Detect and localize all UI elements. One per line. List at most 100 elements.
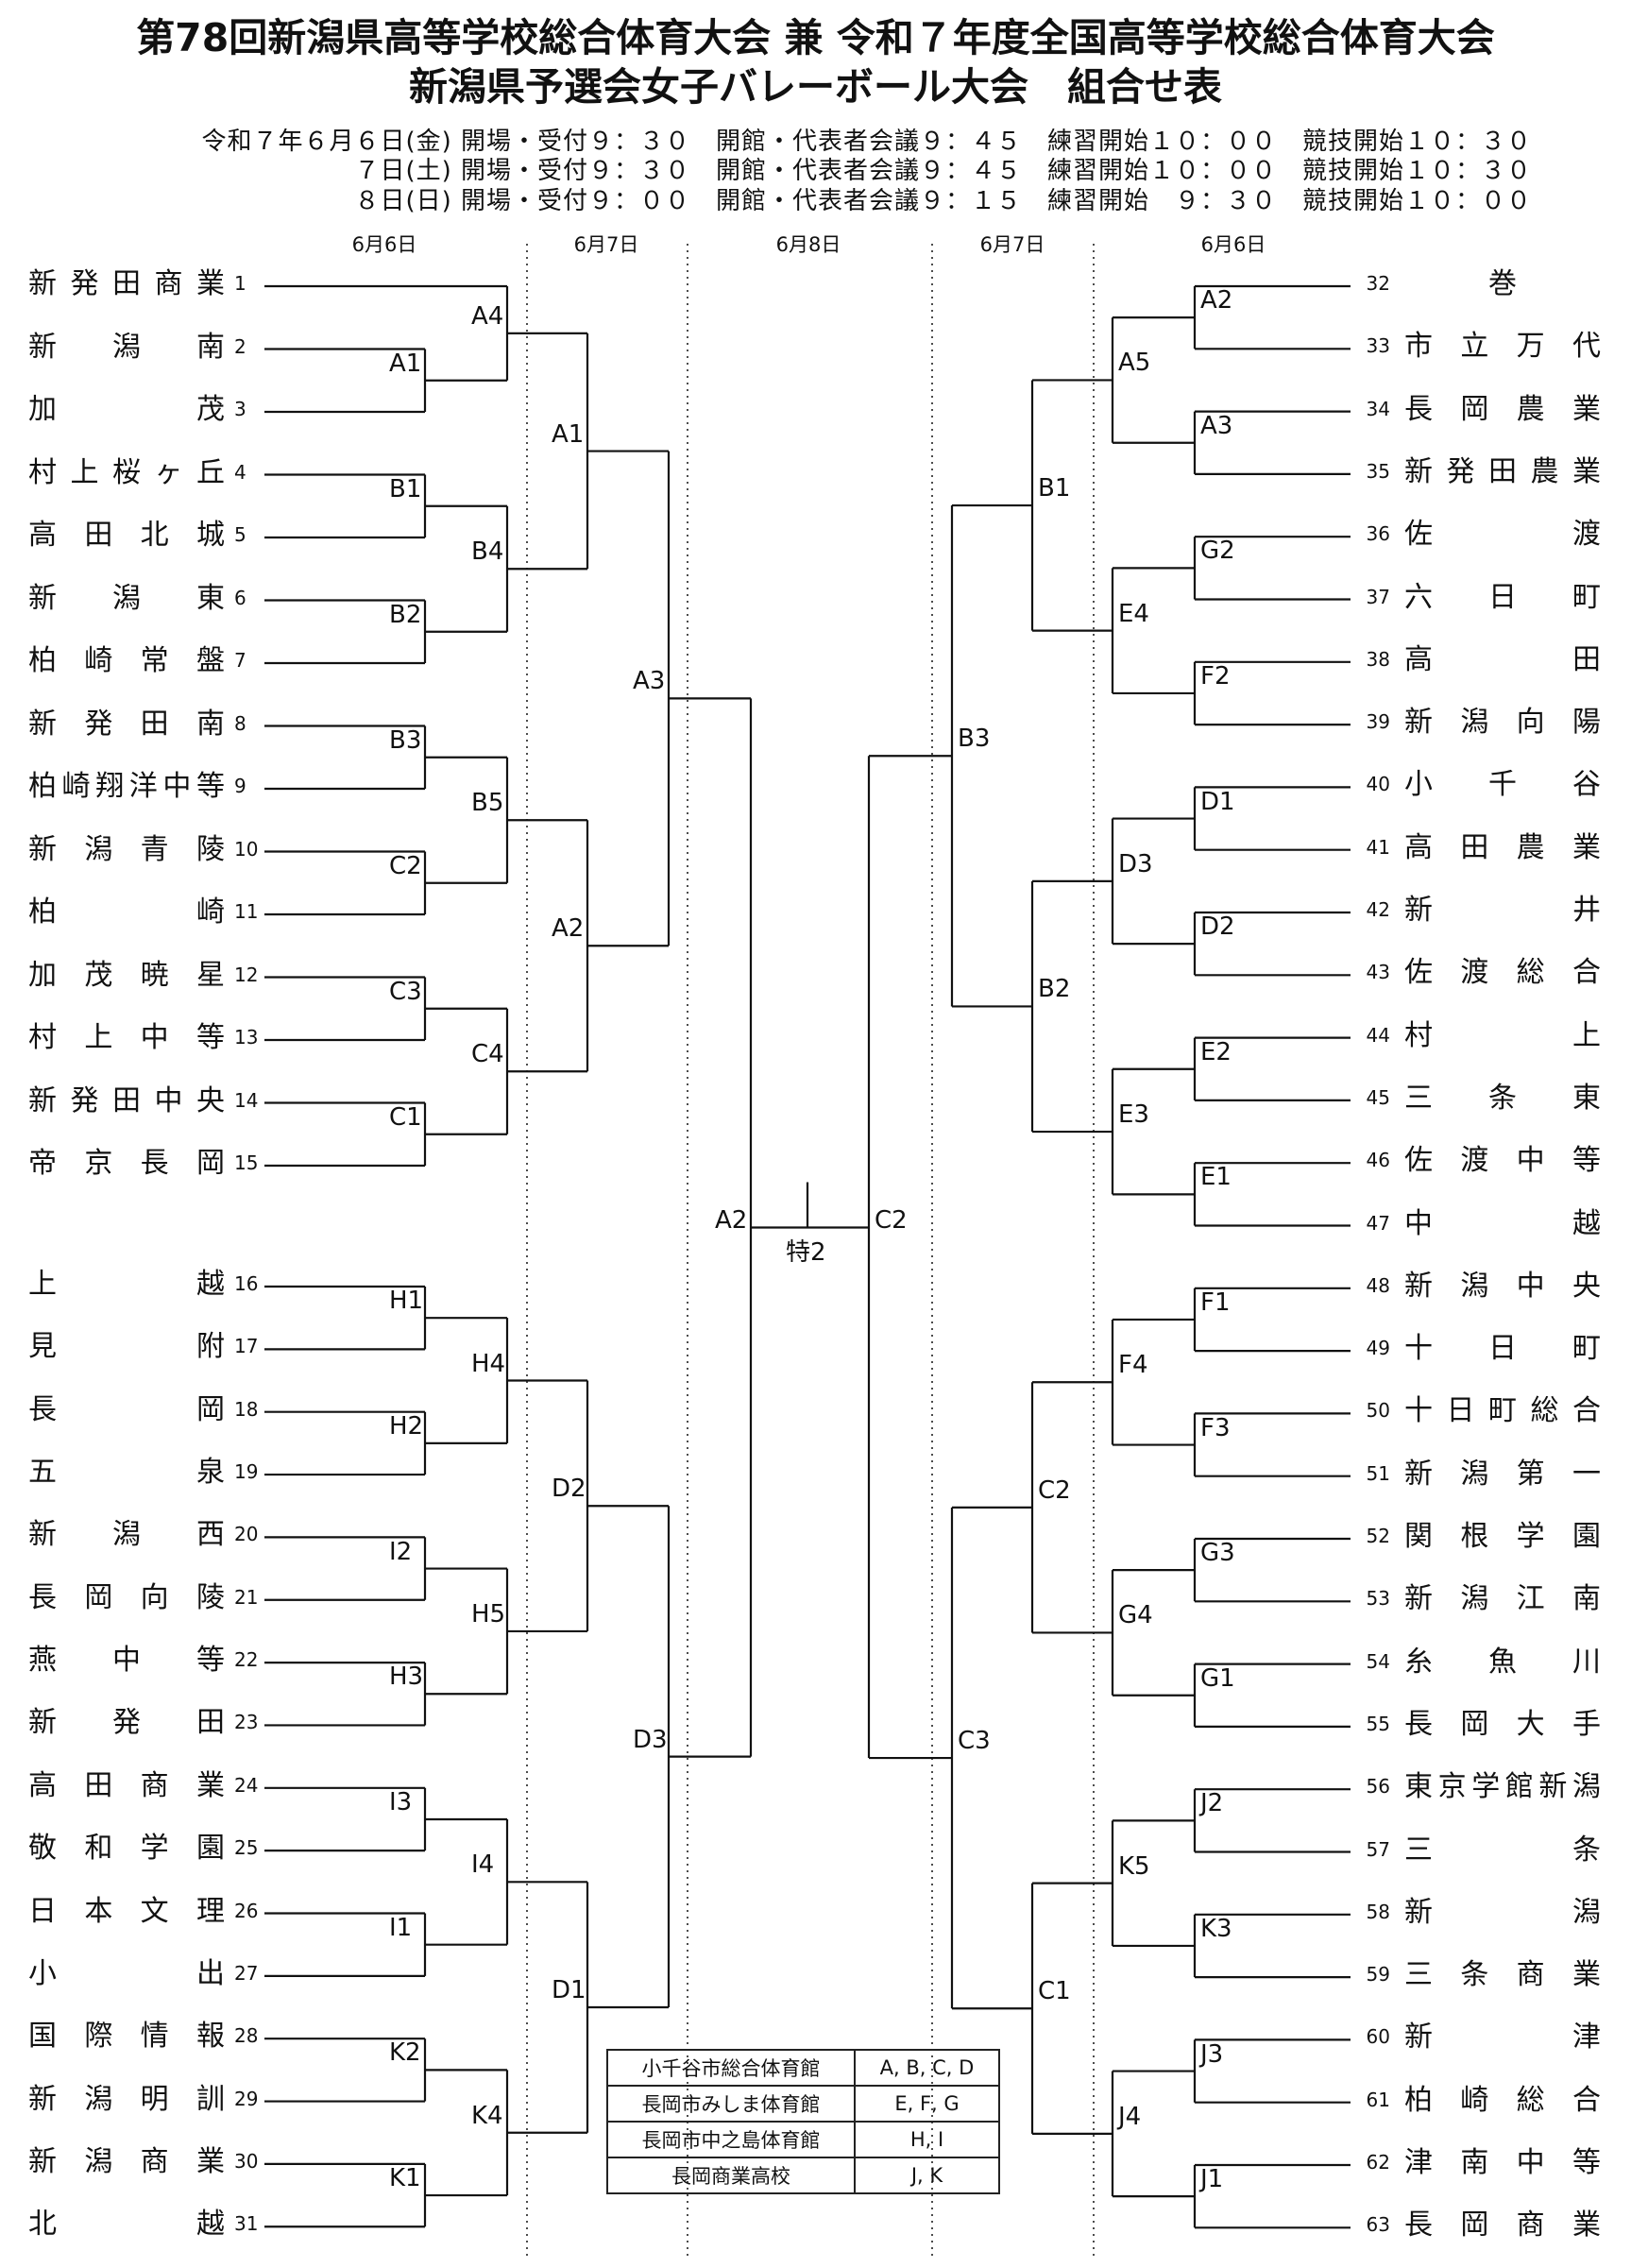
match-label: I3 [389, 1787, 413, 1816]
day-label-right-r2: 6月7日 [979, 233, 1045, 256]
team-name: 日本文理 [28, 1894, 225, 1928]
team-name: 長岡農業 [1404, 392, 1601, 426]
team-number: 48 [1366, 1273, 1390, 1297]
day-label-left-r2: 6月7日 [573, 233, 639, 256]
team-name: 東京学館新潟 [1404, 1770, 1601, 1804]
day-label-left-r1: 6月6日 [351, 233, 417, 256]
match-label: F2 [1200, 661, 1231, 691]
match-label: A2 [715, 1205, 748, 1235]
team-name: 村上中等 [28, 1021, 225, 1054]
match-label: A1 [389, 349, 422, 378]
team-number: 36 [1366, 522, 1390, 546]
match-label: J4 [1118, 2102, 1142, 2131]
team-name: 長岡向陵 [28, 1580, 225, 1614]
team-number: 13 [234, 1026, 259, 1049]
match-label: I4 [471, 1850, 495, 1880]
team-name: 新潟 [1404, 1895, 1601, 1929]
team-number: 22 [234, 1648, 259, 1672]
venue-table: 小千谷市総合体育館 A, B, C, D 長岡市みしま体育館 E, F, G 長… [606, 2049, 1000, 2194]
match-label: E3 [1118, 1100, 1149, 1130]
team-number: 61 [1366, 2088, 1390, 2111]
match-label: B1 [1038, 474, 1071, 503]
team-number: 52 [1366, 1525, 1390, 1547]
day-label-final: 6月8日 [775, 233, 841, 256]
team-name: 新潟第一 [1404, 1457, 1601, 1491]
venue-name: 小千谷市総合体育館 [606, 2049, 856, 2087]
team-number: 11 [234, 900, 259, 923]
team-number: 63 [1366, 2213, 1390, 2237]
match-label: C3 [958, 1727, 991, 1756]
team-name: 新発田 [28, 1706, 225, 1740]
team-number: 19 [234, 1460, 259, 1484]
team-name: 市立万代 [1404, 330, 1601, 364]
match-label: B4 [471, 537, 504, 567]
team-name: 新津 [1404, 2021, 1601, 2055]
team-name: 十日町 [1404, 1332, 1601, 1366]
team-number: 46 [1366, 1149, 1390, 1172]
team-number: 53 [1366, 1587, 1390, 1611]
match-label: C1 [1038, 1977, 1071, 2006]
venue-courts: A, B, C, D [854, 2049, 1000, 2087]
team-name: 燕中等 [28, 1644, 225, 1678]
venue-courts: E, F, G [854, 2085, 1000, 2123]
team-number: 38 [1366, 647, 1390, 671]
team-name: 巻 [1488, 267, 1517, 300]
team-number: 2 [234, 334, 246, 358]
team-number: 30 [234, 2149, 259, 2173]
match-label: I2 [389, 1537, 413, 1566]
team-number: 37 [1366, 585, 1390, 608]
team-number: 50 [1366, 1399, 1390, 1423]
team-name: 新潟明訓 [28, 2082, 225, 2116]
team-name: 柏崎総合 [1404, 2083, 1601, 2117]
team-name: 北越 [28, 2208, 225, 2242]
match-label: G2 [1200, 537, 1235, 566]
team-name: 新潟商業 [28, 2144, 225, 2178]
match-label: A1 [552, 419, 585, 449]
match-label: C1 [389, 1102, 422, 1132]
match-label: D3 [633, 1725, 668, 1754]
team-name: 中越 [1404, 1206, 1601, 1240]
team-name: 津南中等 [1404, 2146, 1601, 2179]
team-name: 上越 [28, 1268, 225, 1301]
team-name: 三条 [1404, 1833, 1601, 1867]
match-label: A3 [633, 667, 666, 696]
team-number: 54 [1366, 1649, 1390, 1673]
team-number: 14 [234, 1088, 259, 1112]
team-number: 35 [1366, 459, 1390, 483]
team-name: 柏崎 [28, 895, 225, 929]
team-name: 高田 [1404, 642, 1601, 676]
team-name: 新潟東 [28, 581, 225, 615]
team-number: 21 [234, 1585, 259, 1609]
day-label-right-r1: 6月6日 [1200, 233, 1266, 256]
match-label: D2 [552, 1475, 586, 1504]
match-label: K5 [1118, 1851, 1150, 1881]
match-label: D2 [1200, 912, 1235, 942]
team-number: 44 [1366, 1023, 1390, 1047]
team-name: 高田農業 [1404, 830, 1601, 864]
team-name: 十日町総合 [1404, 1394, 1601, 1428]
match-label: C4 [471, 1040, 504, 1069]
team-number: 49 [1366, 1337, 1390, 1360]
team-name: 新潟西 [28, 1518, 225, 1552]
team-number: 16 [234, 1272, 259, 1295]
match-label: G3 [1200, 1539, 1235, 1568]
team-name: 柏崎常盤 [28, 644, 225, 677]
venue-row: 長岡商業高校 J, K [606, 2157, 1000, 2194]
team-number: 17 [234, 1335, 259, 1358]
venue-name: 長岡商業高校 [606, 2157, 856, 2194]
match-label: C3 [389, 977, 422, 1006]
team-name: 糸魚川 [1404, 1645, 1601, 1679]
team-number: 34 [1366, 397, 1390, 420]
team-name: 新潟南 [28, 330, 225, 364]
team-name: 帝京長岡 [28, 1147, 225, 1180]
page-subtitle: 新潟県予選会女子バレーボール大会 組合せ表 [409, 64, 1222, 110]
team-name: 関根学園 [1404, 1520, 1601, 1553]
match-label: H5 [471, 1599, 506, 1629]
match-label: B2 [1038, 975, 1071, 1004]
match-label: G4 [1118, 1601, 1153, 1630]
match-label: I1 [389, 1913, 413, 1942]
team-name: 長岡大手 [1404, 1707, 1601, 1741]
team-name: 新潟中央 [1404, 1269, 1601, 1303]
team-number: 6 [234, 586, 246, 609]
